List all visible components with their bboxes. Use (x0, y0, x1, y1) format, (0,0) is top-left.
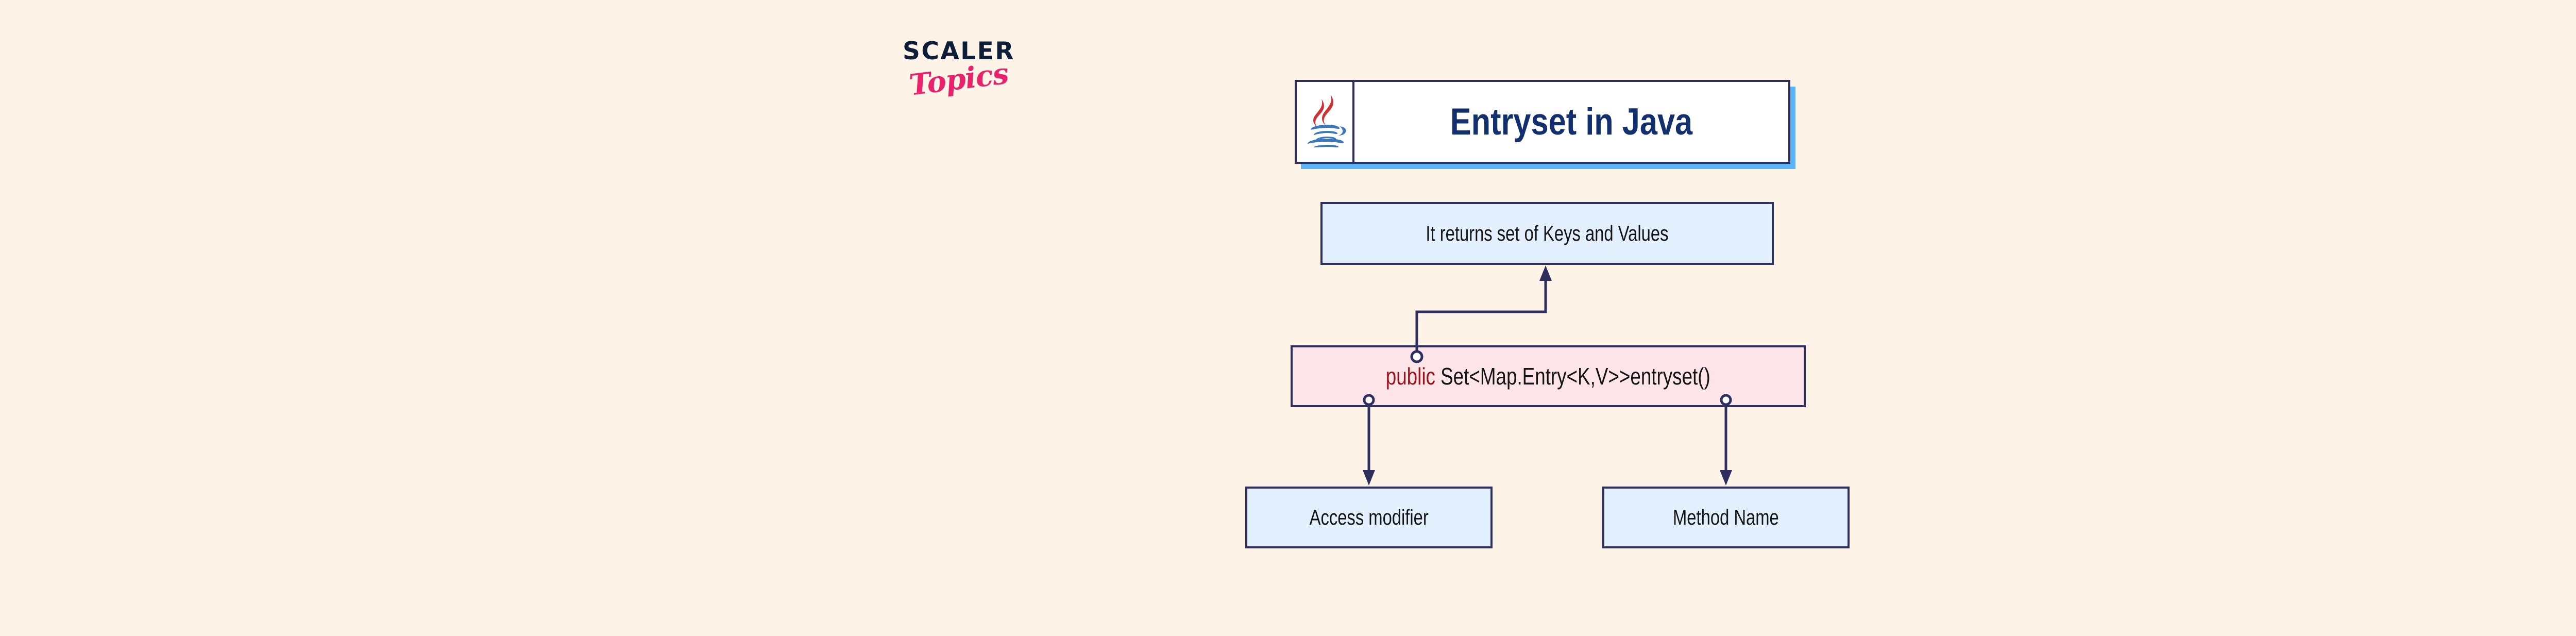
node-returns: It returns set of Keys and Values (1320, 202, 1774, 265)
edge-signature-to-access-modifier (1363, 394, 1375, 486)
keyword-public: public (1385, 363, 1436, 390)
node-access-modifier: Access modifier (1245, 487, 1493, 548)
logo-brand-text: SCALER (903, 37, 1015, 65)
node-signature-text: public Set<Map.Entry<K,V>>entryset() (1386, 362, 1710, 390)
title-card: Entryset in Java (1295, 80, 1790, 164)
page-title: Entryset in Java (1450, 101, 1693, 143)
node-method-name-label: Method Name (1673, 505, 1779, 529)
node-returns-label: It returns set of Keys and Values (1426, 221, 1669, 245)
java-logo-cell (1297, 82, 1354, 162)
java-logo-icon (1302, 92, 1347, 153)
edge-signature-to-method-name (1720, 394, 1732, 486)
signature-remainder: Set<Map.Entry<K,V>>entryset() (1435, 363, 1711, 390)
title-text-cell: Entryset in Java (1354, 82, 1788, 162)
node-method-name: Method Name (1602, 487, 1850, 548)
node-signature: public Set<Map.Entry<K,V>>entryset() (1291, 345, 1806, 407)
scaler-topics-logo: SCALER Topics (889, 39, 1028, 106)
node-access-modifier-label: Access modifier (1309, 505, 1429, 529)
